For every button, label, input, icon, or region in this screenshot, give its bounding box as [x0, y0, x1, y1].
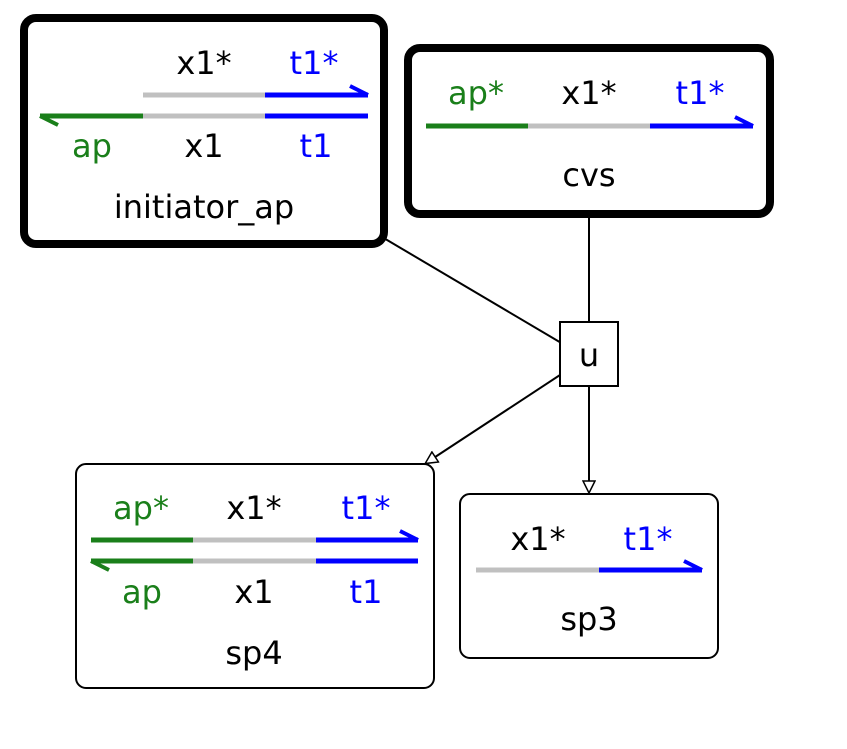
cvs-arrowhead: [734, 115, 754, 128]
sp3-arrowhead: [683, 559, 703, 572]
species-sp3[interactable]: x1* t1* sp3: [459, 493, 719, 659]
sp3-top-t1-label: t1*: [624, 520, 673, 558]
initiator-top-x1-label: x1*: [176, 44, 231, 82]
sp4-bottom-arrowhead: [90, 559, 110, 572]
edges: [381, 214, 589, 492]
cvs-top-ap-label: ap*: [448, 74, 504, 112]
initiator-bottom-arrowhead: [39, 114, 59, 127]
sp4-bottom-ap-label: ap: [122, 573, 162, 611]
sp3-name: sp3: [560, 600, 617, 638]
sp4-top-t1-label: t1*: [342, 489, 391, 527]
initiator-top-arrowhead: [349, 84, 369, 97]
sp4-name: sp4: [225, 634, 282, 672]
reaction-label: u: [579, 336, 599, 374]
species-cvs[interactable]: ap* x1* t1* cvs: [404, 44, 774, 218]
initiator-bottom-x1-label: x1: [184, 127, 223, 165]
species-initiator-ap[interactable]: x1* t1* ap x1 t1 initiator_ap: [20, 14, 388, 248]
sp3-top-x1-label: x1*: [510, 520, 565, 558]
sp4-top-arrowhead: [399, 529, 419, 542]
edge-u-to-sp4: [426, 374, 561, 463]
sp4-bottom-t1-label: t1: [350, 573, 383, 611]
initiator-bottom-ap-label: ap: [72, 127, 112, 165]
edge-initiator-to-u: [381, 236, 564, 345]
initiator-top-t1-label: t1*: [290, 44, 339, 82]
cvs-top-t1-label: t1*: [676, 74, 725, 112]
initiator-bottom-t1-label: t1: [300, 127, 333, 165]
sp4-top-x1-label: x1*: [226, 489, 281, 527]
sp4-bottom-x1-label: x1: [234, 573, 273, 611]
reaction-node-u[interactable]: u: [559, 321, 619, 387]
initiator-name: initiator_ap: [114, 188, 294, 226]
sp4-top-ap-label: ap*: [113, 489, 169, 527]
cvs-name: cvs: [562, 156, 615, 194]
species-sp4[interactable]: ap* x1* t1* ap x1 t1 sp4: [75, 463, 435, 689]
cvs-top-x1-label: x1*: [561, 74, 616, 112]
